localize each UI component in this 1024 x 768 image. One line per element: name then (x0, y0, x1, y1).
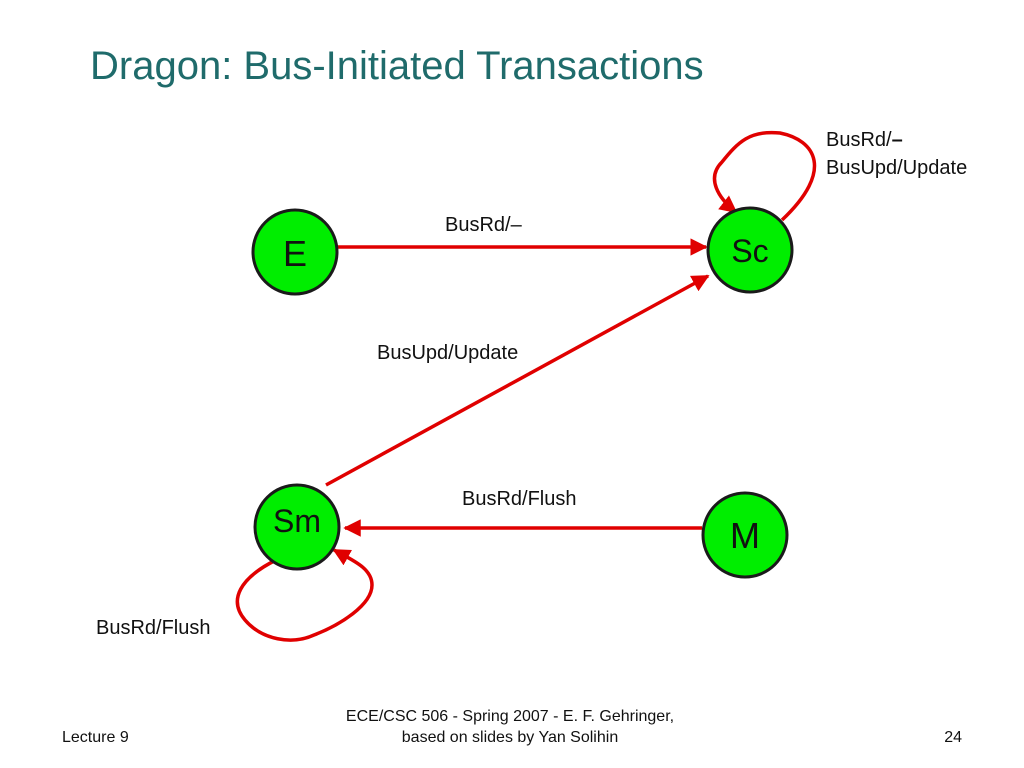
transition-label-sc-self: BusRd/– (826, 129, 903, 151)
transition-label-e-to-sc: BusRd/– (445, 214, 523, 236)
state-m-label: M (730, 515, 760, 556)
self-loop-arrow-sm (235, 548, 374, 642)
slide-title: Dragon: Bus-Initiated Transactions (90, 44, 704, 88)
state-e: E (251, 208, 339, 296)
transition-label-sc-self-dash: – (892, 129, 903, 151)
transition-label-sc-self-line2: BusUpd/Update (826, 157, 967, 179)
state-m-circle (701, 491, 789, 579)
state-sm: Sm (253, 483, 341, 571)
state-sc: Sc (706, 206, 794, 294)
state-e-circle (251, 208, 339, 296)
transition-arrow-sm-to-sc (325, 274, 710, 487)
footer-course-info: ECE/CSC 506 - Spring 2007 - E. F. Gehrin… (345, 708, 675, 746)
state-e-label: E (283, 233, 307, 274)
transition-label-sm-self: BusRd/Flush (96, 617, 211, 639)
transition-label-sc-self-line1: BusRd/ (826, 129, 892, 151)
state-sc-circle (706, 206, 794, 294)
transition-label-sm-to-sc: BusUpd/Update (377, 342, 518, 364)
state-sm-label: Sm (273, 503, 321, 539)
self-loop-arrow-sc (712, 130, 817, 222)
transition-label-m-to-sm: BusRd/Flush (462, 488, 577, 510)
footer-lecture: Lecture 9 (62, 729, 129, 746)
state-sc-label: Sc (731, 233, 768, 269)
footer-page-number: 24 (944, 729, 962, 746)
state-m: M (701, 491, 789, 579)
state-sm-circle (253, 483, 341, 571)
